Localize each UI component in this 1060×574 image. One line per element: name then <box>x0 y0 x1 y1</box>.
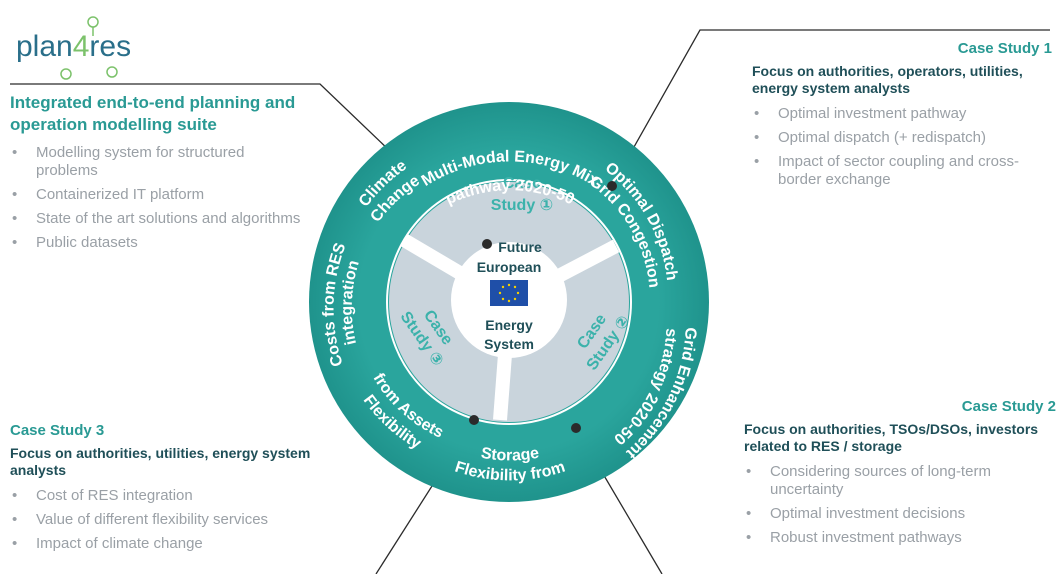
connector-dot <box>607 181 617 191</box>
case-study-1-bullet: Optimal investment pathway <box>752 105 1052 123</box>
case-study-1-bullet: Impact of sector coupling and cross-bord… <box>752 153 1052 189</box>
center-label: European <box>477 259 542 275</box>
case-study-2-bullet: Optimal investment decisions <box>744 505 1056 523</box>
case-study-3-bullet: Cost of RES integration <box>10 487 340 505</box>
case-study-1-list: Optimal investment pathway Optimal dispa… <box>752 105 1052 189</box>
intro-bullet: State of the art solutions and algorithm… <box>10 210 310 228</box>
eu-flag-stars <box>498 283 520 303</box>
intro-list: Modelling system for structured problems… <box>10 144 310 252</box>
inner-cs1-label: Study ① <box>491 197 553 214</box>
logo-text: plan4res <box>16 30 131 63</box>
intro-section: Integrated end-to-end planning and opera… <box>10 92 310 258</box>
case-study-2-bullet: Considering sources of long-term uncerta… <box>744 463 1056 499</box>
logo-decoration <box>60 16 118 80</box>
case-study-2-focus: Focus on authorities, TSOs/DSOs, investo… <box>744 421 1039 454</box>
intro-bullet: Containerized IT platform <box>10 186 310 204</box>
case-study-3-title: Case Study 3 <box>10 422 105 439</box>
intro-bullet: Public datasets <box>10 234 310 252</box>
connector-dot <box>482 239 492 249</box>
connector-dot <box>469 415 479 425</box>
case-study-2-panel: Case Study 2 Focus on authorities, TSOs/… <box>744 398 1056 553</box>
case-study-1-focus: Focus on authorities, operators, utiliti… <box>752 63 1023 96</box>
case-study-2-list: Considering sources of long-term uncerta… <box>744 463 1056 547</box>
case-study-3-focus: Focus on authorities, utilities, energy … <box>10 445 311 478</box>
case-study-1-title: Case Study 1 <box>957 40 1052 57</box>
case-study-1-bullet: Optimal dispatch (+ redispatch) <box>752 129 1052 147</box>
case-study-1-panel: Case Study 1 Focus on authorities, opera… <box>752 40 1052 195</box>
plan4res-logo: plan4res <box>14 12 174 84</box>
connector-dot <box>571 423 581 433</box>
connector-line-cs1 <box>611 29 1050 187</box>
case-study-2-title: Case Study 2 <box>961 398 1056 415</box>
case-study-3-list: Cost of RES integration Value of differe… <box>10 487 340 553</box>
segment-storage-label: Storage <box>480 445 541 465</box>
center-label: Future <box>498 239 542 255</box>
case-study-3-bullet: Impact of climate change <box>10 535 340 553</box>
ring-border <box>386 179 632 425</box>
case-study-2-bullet: Robust investment pathways <box>744 529 1056 547</box>
center-label: System <box>484 336 534 352</box>
center-label: Energy <box>485 317 533 333</box>
intro-title: Integrated end-to-end planning and opera… <box>10 93 296 134</box>
case-study-3-bullet: Value of different flexibility services <box>10 511 340 529</box>
segment-res-label: integration <box>339 258 363 346</box>
intro-bullet: Modelling system for structured problems <box>10 144 310 180</box>
inner-cs1-label: Case <box>503 175 541 192</box>
connector-dots <box>469 181 617 433</box>
case-study-3-panel: Case Study 3 Focus on authorities, utili… <box>10 422 340 559</box>
